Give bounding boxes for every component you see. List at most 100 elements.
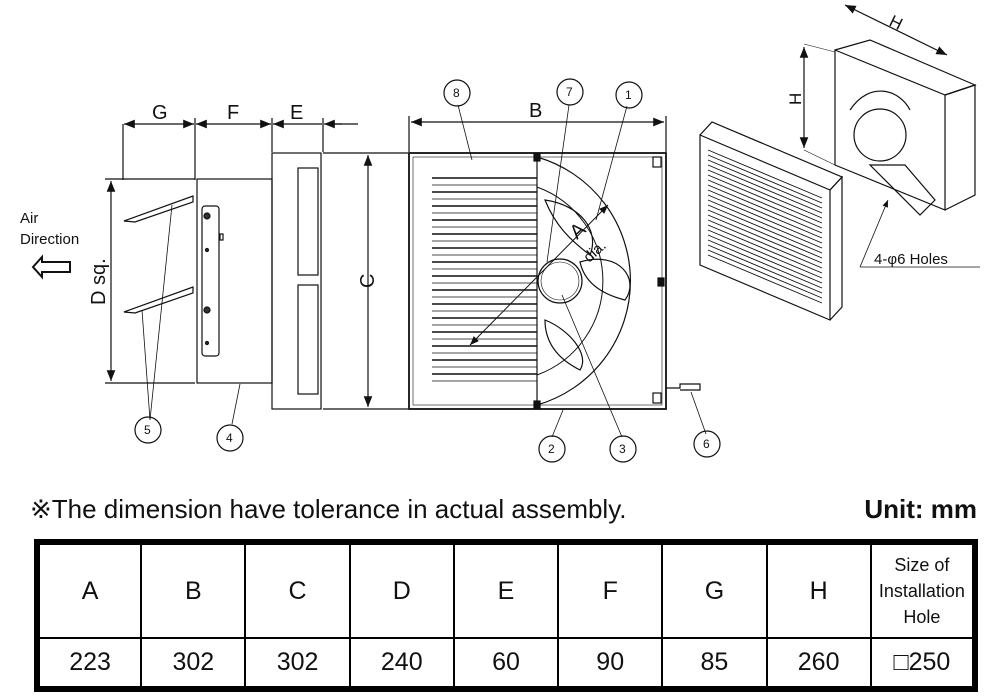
air-direction-label-2: Direction [20, 231, 79, 248]
callout-4-num: 4 [226, 431, 233, 445]
fan-body [196, 178, 273, 384]
iso-terminal-box [868, 164, 936, 216]
technical-drawing: G F E D sq. C Air Direction 5 4 [20, 4, 980, 463]
header-cell-d: D [348, 541, 455, 639]
shutter-blade [123, 195, 194, 223]
header-cell-f: F [557, 541, 664, 639]
header-cell-a: A [35, 541, 143, 639]
iso-chassis-side [944, 84, 976, 211]
iso-grille-side [829, 175, 843, 321]
callout-1-num: 1 [625, 88, 632, 102]
iso-louvers [707, 149, 823, 304]
callout-7-num: 7 [566, 85, 573, 99]
screw [203, 212, 211, 220]
value-cell-a: 223 [35, 637, 143, 690]
iso-chassis-top [834, 39, 977, 96]
fan-ring [536, 186, 604, 376]
dimension-table: A B C D E F G H Size of Installation Hol… [34, 539, 978, 692]
unit-label: Unit: mm [864, 494, 977, 524]
screw [203, 306, 211, 314]
callout-6 [693, 430, 721, 458]
value-cell-b: 302 [140, 637, 247, 690]
isometric-view [699, 4, 980, 321]
iso-louver-line [707, 244, 823, 294]
side-view [31, 118, 408, 452]
leader-line [551, 409, 564, 438]
side-clip [657, 277, 665, 287]
air-direction-label-1: Air [20, 210, 38, 227]
callout-8 [443, 79, 471, 107]
dim-label-a-dia: dia. [580, 237, 609, 266]
dim-label-d-sq: D sq. [88, 258, 110, 305]
iso-louver-line [707, 164, 823, 214]
grille-louvers [432, 177, 537, 382]
iso-louver-line [707, 214, 823, 264]
frame-clip [533, 400, 541, 410]
header-cell-g: G [661, 541, 768, 639]
callout-5 [134, 416, 162, 444]
mounting-bracket [201, 205, 220, 357]
tab [219, 233, 224, 241]
header-line: Installation [878, 581, 965, 601]
grille-slot [297, 284, 319, 395]
iso-louver-line [707, 254, 823, 304]
corner-clip [652, 156, 662, 168]
dim-label-a: A [566, 218, 591, 244]
header-cell-h: H [765, 541, 872, 639]
value-cell-d: 240 [348, 637, 455, 690]
iso-louver-line [707, 169, 823, 219]
fan-blade [544, 319, 584, 371]
holes-note: 4-φ6 Holes [874, 251, 948, 268]
leader-line [595, 105, 628, 221]
dim-label-c: C [357, 274, 379, 288]
iso-louver-line [707, 179, 823, 229]
leader-line [141, 309, 151, 421]
dim-label-e: E [290, 102, 303, 124]
iso-louver-line [707, 234, 823, 284]
value-cell-c: 302 [244, 637, 351, 690]
iso-louver-line [707, 199, 823, 249]
callout-2 [538, 435, 566, 463]
iso-louver-line [707, 149, 823, 199]
leader-line [561, 294, 623, 438]
callout-6-num: 6 [703, 437, 710, 451]
power-cord [666, 383, 701, 391]
header-cell-e: E [452, 541, 560, 639]
air-direction-arrow-icon [31, 254, 71, 280]
iso-louver-line [707, 159, 823, 209]
value-cell-g: 85 [661, 637, 768, 690]
tolerance-note: ※The dimension have tolerance in actual … [30, 494, 627, 524]
grille-slot [297, 167, 319, 276]
iso-louver-line [707, 184, 823, 234]
leader-line [859, 199, 889, 268]
screw [204, 340, 210, 346]
screw [204, 247, 210, 253]
dim-label-g: G [152, 102, 168, 124]
callout-2-num: 2 [548, 442, 555, 456]
shutter-blade [123, 286, 194, 314]
dim-label-b: B [529, 100, 542, 122]
callout-7 [556, 78, 584, 106]
iso-louver-line [707, 239, 823, 289]
iso-louver-line [707, 219, 823, 269]
table-header-row: A B C D E F G H Size of Installation Hol… [35, 541, 977, 639]
callout-4 [216, 424, 244, 452]
iso-louver-line [707, 249, 823, 299]
leader-line [231, 383, 241, 425]
leader-line [546, 104, 570, 263]
front-view [408, 78, 721, 463]
callout-5-num: 5 [144, 423, 151, 437]
dim-line-a [469, 204, 609, 346]
iso-louver-line [707, 204, 823, 254]
callout-3 [609, 435, 637, 463]
iso-louver-line [707, 154, 823, 204]
iso-fan-blade [849, 90, 911, 111]
leader-line [149, 204, 173, 421]
value-cell-e: 60 [452, 637, 560, 690]
dim-ext-line [803, 149, 836, 166]
grille-side [271, 152, 322, 410]
iso-louver-line [707, 229, 823, 279]
leader-line [690, 391, 707, 435]
callout-1 [615, 81, 643, 109]
value-cell-installation-hole: □250 [869, 637, 977, 690]
